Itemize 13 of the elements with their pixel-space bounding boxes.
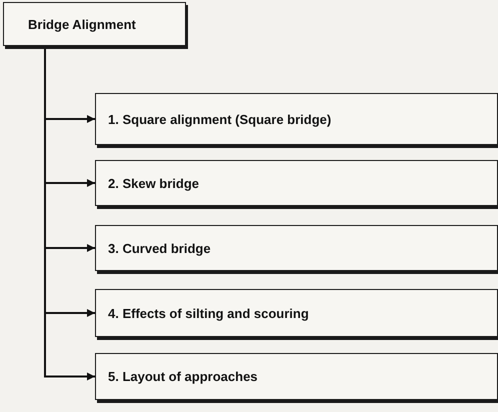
item-label: 1. Square alignment (Square bridge) <box>108 112 332 126</box>
item-label: 5. Layout of approaches <box>108 369 258 384</box>
list-item-box <box>95 93 498 145</box>
list-item-box <box>95 353 498 400</box>
connector-arrow <box>44 46 95 380</box>
item-label: 2. Skew bridge <box>108 176 200 190</box>
list-item-box <box>95 160 498 206</box>
title-box <box>3 2 186 46</box>
item-label: Bridge Alignment <box>28 16 136 32</box>
list-item-box <box>95 225 498 271</box>
list-item-box <box>95 289 498 337</box>
item-label: 3. Curved bridge <box>108 240 211 256</box>
item-label: 4. Effects of silting and scouring <box>108 306 309 320</box>
